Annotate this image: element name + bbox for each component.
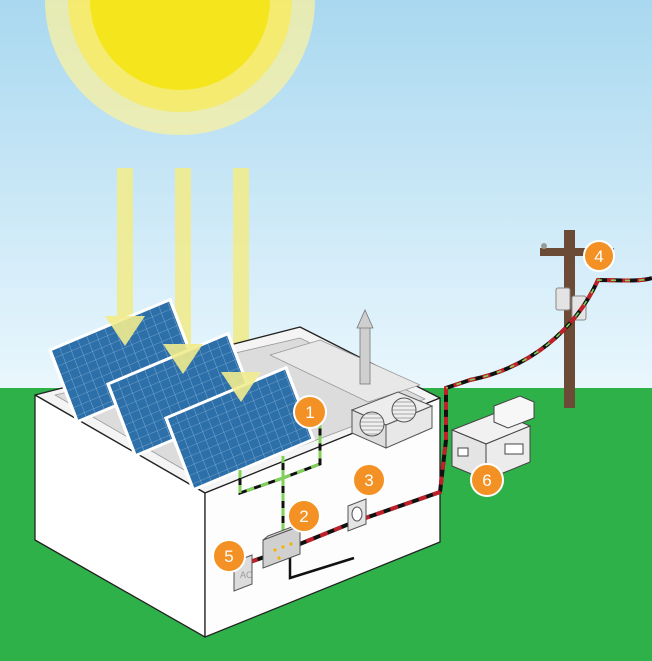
hvac-fan-icon [350,391,434,449]
badge-4: 4 [583,240,615,272]
badge-3-number: 3 [364,471,373,490]
badge-2-number: 2 [299,507,308,526]
badge-2: 2 [287,499,321,533]
badge-5: 5 [212,539,246,573]
badge-1: 1 [293,395,327,429]
badge-5-number: 5 [224,547,233,566]
badge-1-number: 1 [305,403,314,422]
badge-6-number: 6 [482,471,491,490]
sun-icon [45,0,315,135]
meter-icon [347,498,367,532]
badge-6: 6 [470,463,504,497]
badge-4-number: 4 [594,247,603,266]
ac-box-label: AC [240,570,253,580]
roof-vent-icon [356,309,374,385]
sun-ray-tips [105,316,261,402]
dc-wiring [238,425,322,540]
badge-3: 3 [352,463,386,497]
